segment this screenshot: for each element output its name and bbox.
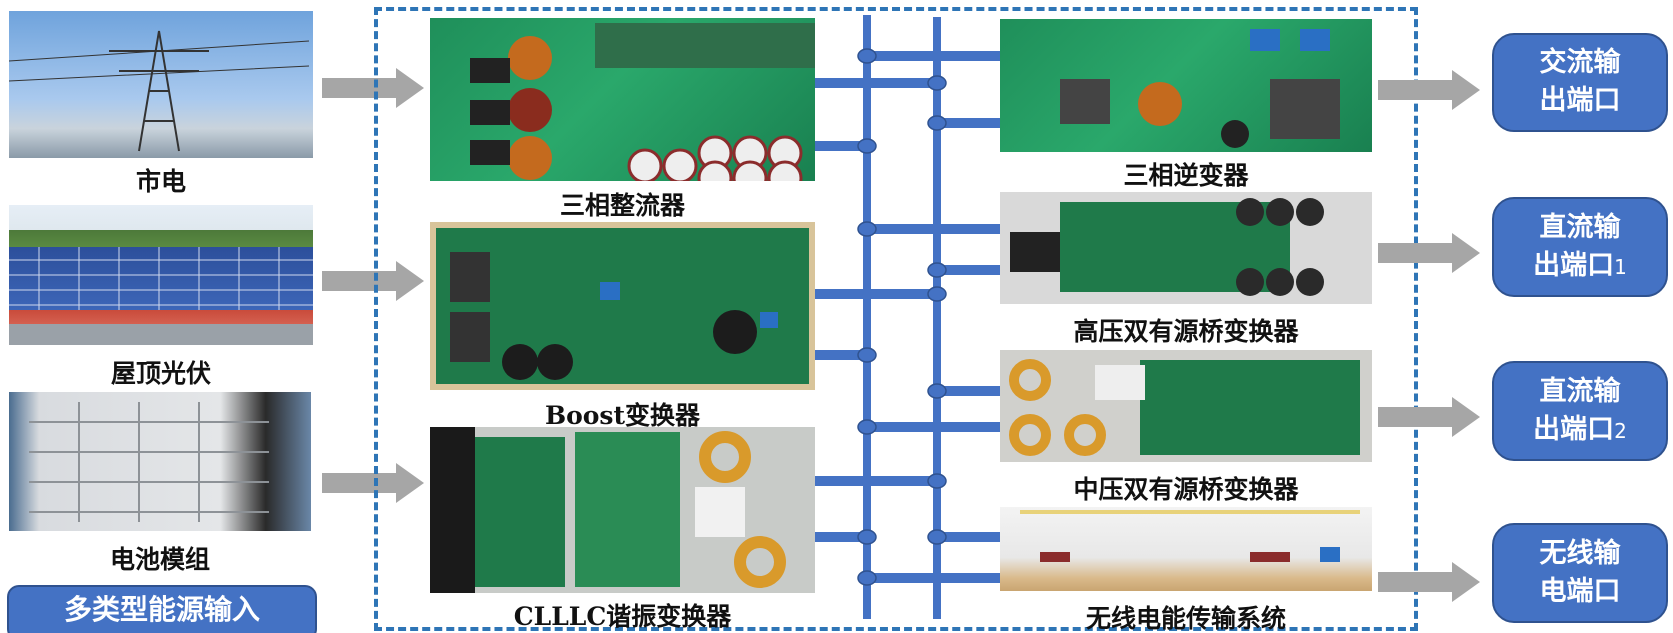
hv-dab-photo [1000, 192, 1372, 304]
port-line2: 出端口2 [1533, 411, 1627, 450]
output-port-dc2: 直流输 出端口2 [1492, 361, 1668, 461]
port-line1: 直流输 [1539, 375, 1621, 407]
inverter-board-icon [1060, 29, 1340, 148]
bus-junction-dot [857, 48, 877, 64]
port-line2-text: 电端口 [1539, 575, 1621, 607]
bus-branch-line [815, 476, 937, 486]
output-port-wireless: 无线输 电端口 [1492, 523, 1668, 623]
port-line2-text: 出端口 [1533, 413, 1615, 445]
port-line2: 电端口 [1540, 573, 1621, 612]
bus-branch-line [815, 350, 867, 360]
converter-label-mv-dab: 中压双有源桥变换器 [1073, 475, 1299, 504]
converter-label-wpt: 无线电能传输系统 [1085, 604, 1286, 633]
bus-junction-dot [857, 138, 877, 154]
output-arrow-ac [1378, 70, 1480, 110]
mv-dab-board-icon [1009, 359, 1360, 456]
energy-input-group-label: 多类型能源输入 [7, 585, 317, 633]
port-line2: 出端口 [1540, 82, 1621, 121]
port-line1: 交流输 [1539, 47, 1621, 78]
output-port-dc1: 直流输 出端口1 [1492, 197, 1668, 297]
bus-branch-line [867, 573, 1000, 583]
battery-photo [9, 392, 311, 531]
converter-label-rectifier: 三相整流器 [559, 191, 685, 220]
bus-junction-dot [927, 262, 947, 278]
output-port-ac: 交流输 出端口 [1492, 33, 1668, 132]
solar-photo [9, 205, 313, 345]
converter-label-boost: Boost变换器 [544, 401, 701, 430]
boost-photo [430, 222, 815, 390]
grid-photo [9, 11, 313, 158]
energy-router-boundary [374, 7, 1418, 631]
hv-dab-board-icon [1010, 198, 1324, 296]
bus-branch-line [815, 78, 937, 88]
wpt-system-icon [1020, 510, 1360, 562]
input-label-grid: 市电 [135, 167, 186, 196]
input-label-battery: 电池模组 [109, 545, 210, 574]
clllc-board-icon [430, 427, 786, 593]
battery-cells-icon [29, 402, 269, 522]
bus-junction-dot [857, 419, 877, 435]
output-arrow-dc2 [1378, 397, 1480, 437]
energy-input-group-text: 多类型能源输入 [63, 593, 260, 626]
port-line2-text: 出端口 [1539, 85, 1621, 116]
bus-junction-dot [927, 286, 947, 302]
bus-branch-line [815, 289, 937, 299]
bus-junction-dot [857, 570, 877, 586]
bus-line-1 [863, 15, 871, 619]
bus-branch-line [937, 118, 1000, 128]
input-arrow-grid [322, 68, 424, 108]
bus-branch-line [867, 224, 1000, 234]
bus-branch-line [937, 386, 1000, 396]
bus-junction-dot [927, 529, 947, 545]
bus-branch-line [815, 532, 867, 542]
bus-junction-dot [857, 221, 877, 237]
input-arrow-battery [322, 463, 424, 503]
transmission-tower-icon [9, 30, 310, 152]
rectifier-photo [430, 18, 815, 181]
rectifier-board-icon [470, 23, 815, 181]
mv-dab-photo [1000, 350, 1372, 462]
bus-junction-dot [927, 115, 947, 131]
port-suffix: 1 [1614, 254, 1627, 279]
bus-junction-dot [857, 529, 877, 545]
inverter-photo [1000, 19, 1372, 152]
port-line2-text: 出端口 [1533, 249, 1615, 281]
bus-junction-dot [927, 473, 947, 489]
input-label-solar: 屋顶光伏 [110, 359, 211, 388]
converter-label-clllc: CLLLC谐振变换器 [513, 602, 732, 631]
bus-junction-dot [927, 75, 947, 91]
bus-branch-line [815, 141, 867, 151]
port-suffix: 2 [1614, 418, 1627, 443]
bus-junction-dot [857, 347, 877, 363]
port-line1: 无线输 [1539, 537, 1621, 569]
input-arrow-solar [322, 261, 424, 301]
output-arrow-dc1 [1378, 233, 1480, 273]
bus-branch-line [937, 532, 1000, 542]
output-arrow-wireless [1378, 562, 1480, 602]
wpt-photo [1000, 507, 1372, 591]
bus-branch-line [867, 422, 1000, 432]
bus-line-2 [933, 17, 941, 619]
clllc-photo [430, 427, 815, 593]
bus-branch-line [937, 265, 1000, 275]
bus-junction-dot [927, 383, 947, 399]
solar-panel-grid-icon [9, 247, 313, 310]
converter-label-inverter: 三相逆变器 [1123, 161, 1249, 190]
port-line1: 直流输 [1539, 211, 1621, 243]
converter-label-hv-dab: 高压双有源桥变换器 [1073, 317, 1299, 346]
port-line2: 出端口1 [1533, 247, 1627, 286]
boost-board-icon [436, 228, 809, 384]
bus-branch-line [867, 51, 1000, 61]
